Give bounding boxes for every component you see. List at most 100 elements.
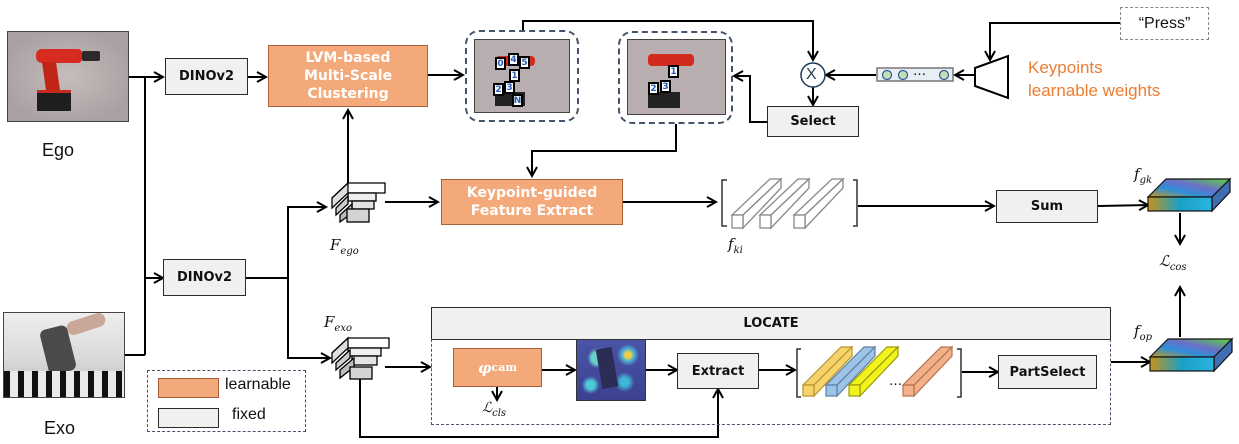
l-cls-label: ℒcls [482,400,506,419]
fki-bar [758,177,811,230]
multiply-operator [800,62,826,88]
l-cos-symbol: ℒ [1159,252,1170,270]
clustering-line-2: Multi-Scale [303,68,393,84]
multiply-symbol: X [806,66,817,83]
keypoint-marker: 1 [668,65,679,78]
keypoint-weights-label: Keypoints learnable weights [1028,56,1160,102]
weights-label-line-1: Keypoints [1028,58,1103,77]
sum-module[interactable]: Sum [996,190,1098,223]
l-cls-symbol: ℒ [482,400,493,416]
f-exo-label: Fexo [324,313,352,334]
cam-object-silhouette [595,346,619,390]
fki-feature-bars [730,177,845,230]
clustering-line-1: LVM-based [305,50,391,66]
part-bar-peach [901,345,954,398]
ego-label: Ego [42,140,75,160]
fego-feature-pyramid [331,181,386,224]
drill-handle [42,62,60,90]
exo-label: Exo [44,418,76,438]
weight-dot [938,69,950,81]
selected-keypoints-image: 1 2 3 [627,39,726,115]
f-ki-label: fki [728,235,743,256]
dinov2-ego-module[interactable]: DINOv2 [165,58,248,95]
keypoint-marker: 3 [660,80,671,93]
f-gk-label: fgk [1134,165,1152,186]
f-op-subscript: op [1139,332,1152,343]
part-bar-yellow [801,345,854,398]
legend: learnable fixed [147,370,306,432]
keypoint-marker: 0 [495,57,506,70]
kp-extract-line-1: Keypoint-guided [466,185,598,201]
keypoint-candidates-image: 0 4 5 1 2 3 N [474,39,570,113]
drill-battery [37,90,71,111]
phi-cam-symbol: φ [477,358,492,377]
weights-ellipsis: … [913,64,926,79]
parts-ellipsis: … [889,374,902,389]
edge-trunk-to-dinov2-bottom [144,77,163,278]
keypoint-marker: 4 [508,53,519,66]
drill-body [36,49,82,63]
edge-fexo-to-extract [359,377,718,438]
locate-header: LOCATE [431,307,1111,340]
fop-feature-map [1148,337,1234,373]
f-ego-label: Fego [330,236,359,257]
part-select-module[interactable]: PartSelect [998,355,1097,389]
part-bar-blue [824,345,877,398]
legend-swatch-learnable [158,378,219,398]
fki-bracket-left [721,179,727,227]
lvm-clustering-module[interactable]: LVM-based Multi-Scale Clustering [268,45,428,107]
text-prompt: “Press” [1120,7,1209,40]
f-exo-subscript: exo [334,323,352,334]
locate-title: LOCATE [743,316,799,331]
f-gk-subscript: gk [1139,175,1153,186]
ego-image [7,31,129,122]
conveyor [4,371,124,397]
f-ego-subscript: ego [340,246,359,257]
f-op-symbol: f [1134,322,1140,340]
keypoint-candidates-panel: 0 4 5 1 2 3 N [465,30,579,122]
edge-keypoints-to-multiply [522,20,813,60]
edge-select-to-selected [734,76,767,123]
phi-cam-subscript: cam [491,360,518,374]
clustering-line-3: Clustering [307,86,389,102]
f-exo-symbol: F [324,313,335,331]
dinov2-exo-module[interactable]: DINOv2 [163,259,246,296]
edge-dinov2-to-fego [287,207,326,278]
part-feature-bars [801,345,954,398]
keypoint-marker: 2 [493,83,504,96]
exo-image [3,312,125,398]
weight-dot [881,69,893,81]
text-encoder-icon [974,54,1009,100]
fki-bracket-right [853,179,858,227]
f-ego-symbol: F [330,236,341,254]
keypoint-marker: N [512,94,523,107]
edge-sum-to-fgk [1097,205,1148,206]
keypoint-marker: 2 [648,82,659,95]
extract-module[interactable]: Extract [677,353,759,389]
parts-bracket-right [957,348,962,398]
legend-label-learnable: learnable [225,376,291,393]
legend-swatch-fixed [158,408,219,428]
drill-silhouette [648,54,694,66]
keypoint-guided-extract-module[interactable]: Keypoint-guided Feature Extract [441,179,623,225]
part-bar-lemon [847,345,900,398]
parts-bracket-left [796,348,801,398]
f-gk-symbol: f [1134,165,1140,183]
edge-selected-to-extract [532,124,677,176]
keypoint-weights-vector [876,67,954,82]
fexo-feature-pyramid [331,336,390,380]
fki-bar [792,177,845,230]
select-module[interactable]: Select [767,106,859,137]
fki-bar [730,177,783,230]
legend-label-fixed: fixed [232,406,266,423]
cam-heatmap-image [576,339,646,401]
weights-label-line-2: learnable weights [1028,81,1161,100]
locate-body [431,339,1111,425]
edge-dinov2-to-fexo [287,278,330,358]
keypoint-marker: 5 [519,56,530,69]
edge-prompt-to-encoder [990,22,1120,60]
weight-dot [897,69,909,81]
kp-extract-line-2: Feature Extract [470,203,594,219]
